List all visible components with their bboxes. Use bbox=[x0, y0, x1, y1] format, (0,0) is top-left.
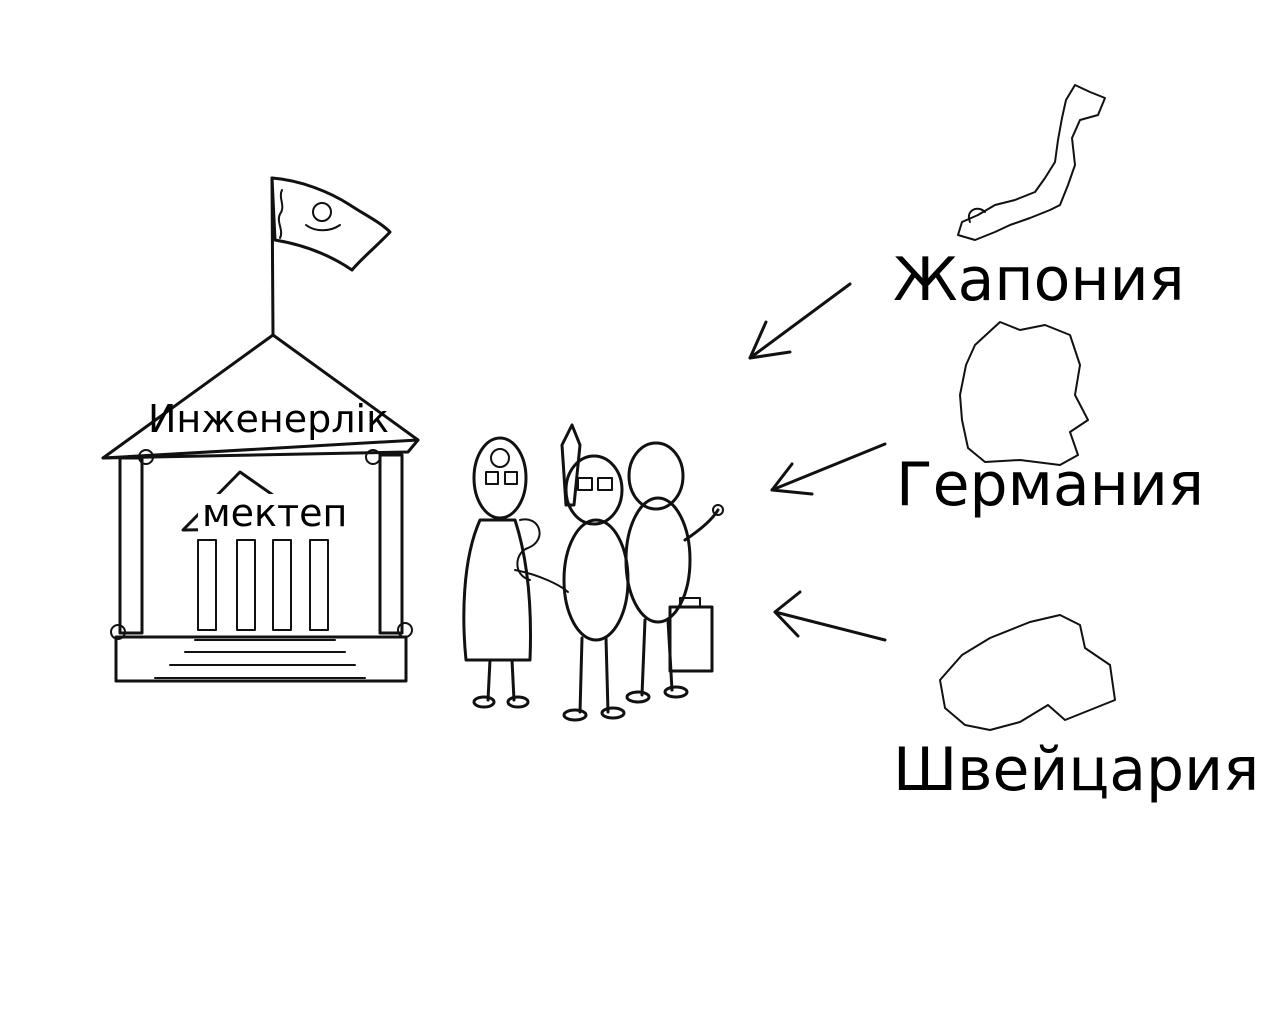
person-with-briefcase bbox=[624, 441, 724, 704]
country-label-japan: Жапония bbox=[893, 245, 1185, 315]
school-building bbox=[101, 176, 420, 683]
arrow-from-japan bbox=[748, 282, 852, 360]
person-doctor bbox=[462, 436, 532, 709]
arrow-from-germany bbox=[770, 442, 887, 496]
map-germany bbox=[959, 321, 1089, 466]
map-japan bbox=[957, 84, 1106, 241]
people-group bbox=[462, 423, 724, 722]
flag bbox=[270, 176, 392, 272]
school-label-line2: мектеп bbox=[198, 494, 352, 532]
country-label-germany: Германия bbox=[896, 450, 1204, 520]
arrow-from-switzerland bbox=[773, 590, 887, 642]
country-label-switzerland: Швейцария bbox=[893, 735, 1260, 805]
school-label-line1: Инженерлік bbox=[148, 397, 390, 441]
arrows bbox=[748, 282, 887, 642]
person-with-pencil bbox=[514, 423, 630, 722]
map-switzerland bbox=[939, 614, 1116, 731]
